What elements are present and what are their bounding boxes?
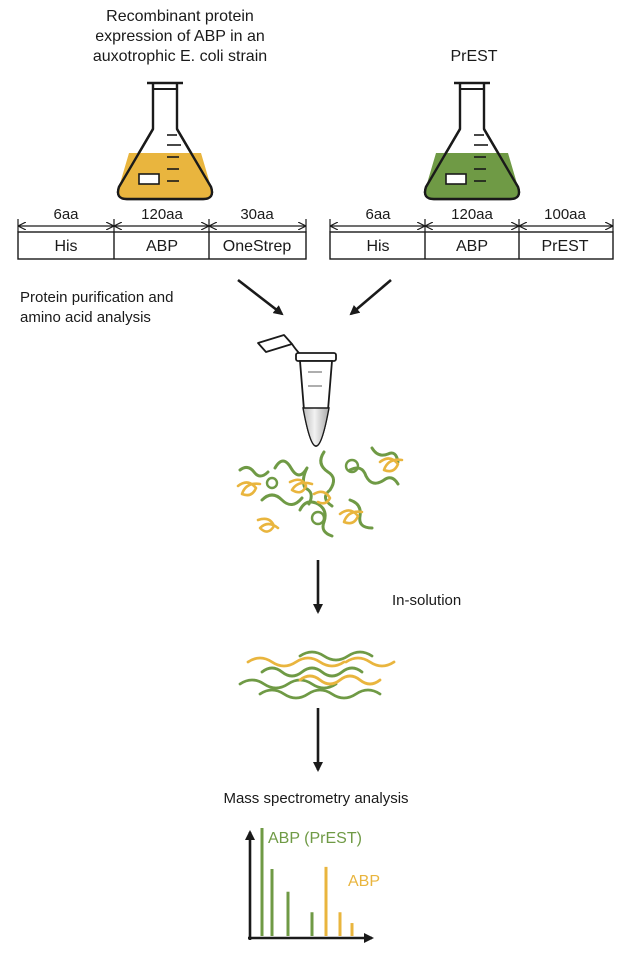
left-construct: 6aa 120aa 30aa His ABP OneStrep <box>17 206 307 260</box>
right-len-abp: 120aa <box>451 206 493 223</box>
culture-green <box>425 153 519 199</box>
flask-yellow-icon <box>116 81 214 201</box>
ms-label: Mass spectrometry analysis <box>223 790 408 807</box>
tube-icon <box>257 334 337 447</box>
right-seg-his: His <box>366 238 389 255</box>
right-construct: 6aa 120aa 100aa His ABP PrEST <box>329 206 614 260</box>
arrow-right-to-tube <box>349 279 392 316</box>
left-title-line-3: auxotrophic E. coli strain <box>93 48 267 65</box>
right-construct-bar <box>329 231 614 260</box>
legend-abp: ABP <box>348 873 380 890</box>
left-construct-bar <box>17 231 307 260</box>
left-title: Recombinant protein expression of ABP in… <box>93 8 267 65</box>
culture-yellow <box>118 153 212 199</box>
left-len-onestrep: 30aa <box>240 206 274 223</box>
right-seg-prest: PrEST <box>541 238 588 255</box>
legend-abp-prest: ABP (PrEST) <box>268 830 362 847</box>
left-title-line-2: expression of ABP in an <box>95 28 265 45</box>
digestion-label: In-solution <box>392 592 461 609</box>
left-seg-his: His <box>54 238 77 255</box>
right-len-his: 6aa <box>365 206 391 223</box>
right-title: PrEST <box>450 48 497 65</box>
mass-spectrum: ABP (PrEST) ABP <box>245 828 380 943</box>
left-len-abp: 120aa <box>141 206 183 223</box>
peptides-icon <box>238 650 396 700</box>
arrow-left-to-tube <box>237 278 284 316</box>
flask-green-icon <box>423 81 521 201</box>
right-len-prest: 100aa <box>544 206 586 223</box>
left-title-line-1: Recombinant protein <box>106 8 254 25</box>
left-len-his: 6aa <box>53 206 79 223</box>
purification-line-1: Protein purification and <box>20 289 173 306</box>
left-seg-onestrep: OneStrep <box>223 238 292 255</box>
left-seg-abp: ABP <box>146 238 178 255</box>
folded-proteins-icon <box>236 446 404 538</box>
right-seg-abp: ABP <box>456 238 488 255</box>
purification-line-2: amino acid analysis <box>20 309 151 326</box>
yellow-peaks <box>324 866 354 936</box>
green-peaks <box>260 828 314 936</box>
